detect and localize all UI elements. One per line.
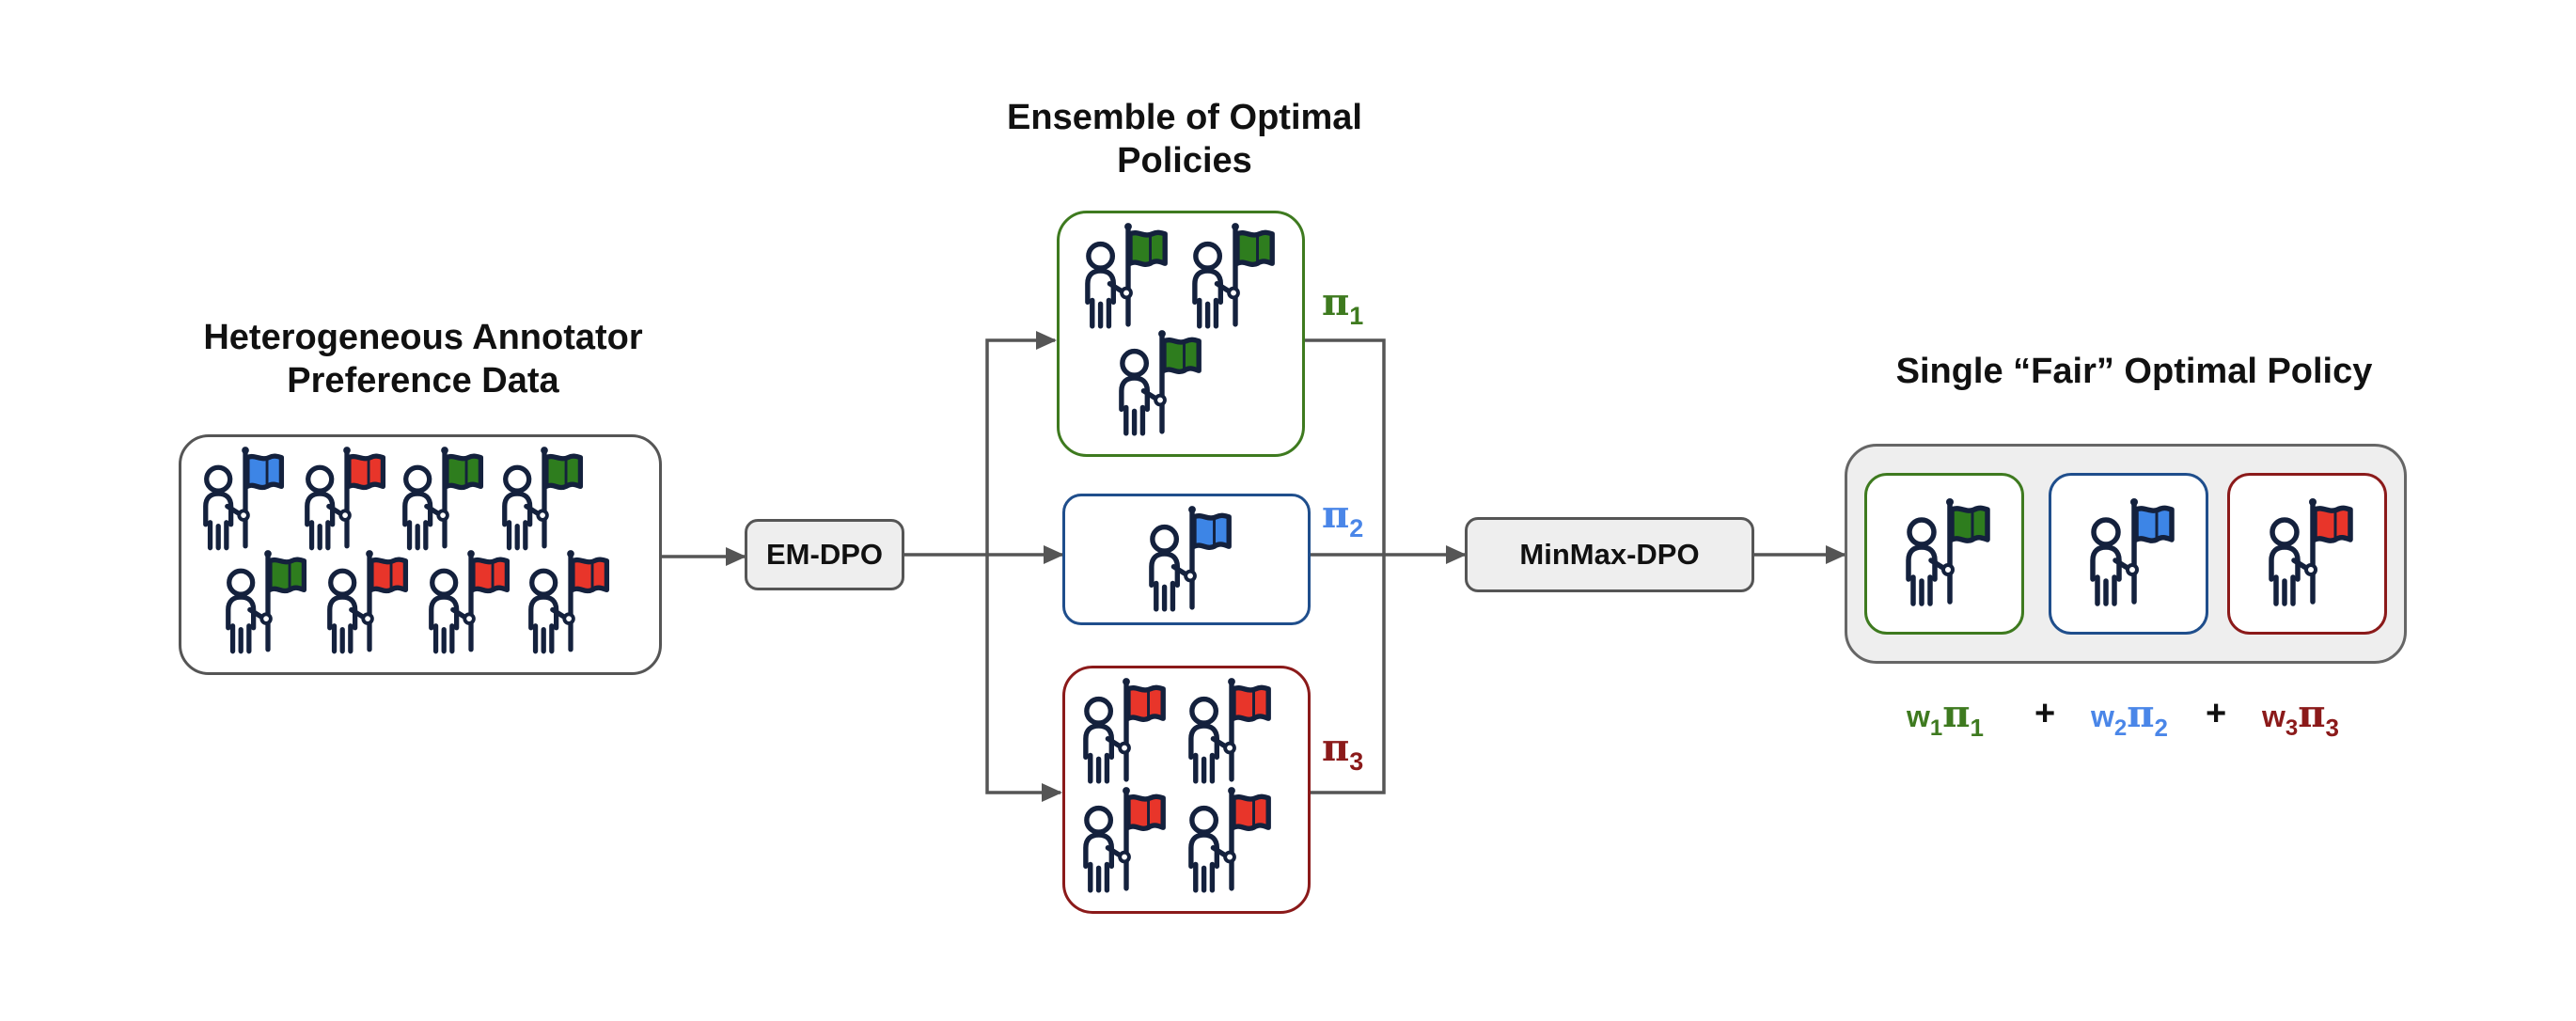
mixture-policy-2: π2 xyxy=(2127,692,2168,742)
weight-2: w2 xyxy=(2091,699,2128,741)
fair-member-3-annotator xyxy=(2269,498,2353,606)
arrow-pi3-to-merge xyxy=(1311,555,1386,794)
policy-3-annotators xyxy=(1083,678,1271,893)
policy-3-label: π3 xyxy=(1322,730,1363,780)
policy-1-label: π1 xyxy=(1322,284,1363,335)
input-title-line-2: Preference Data xyxy=(287,361,559,401)
policy-3-symbol: π xyxy=(1322,726,1350,770)
policy-2-symbol: π xyxy=(1322,493,1350,537)
plus-1: + xyxy=(2034,694,2056,733)
output-title: Single “Fair” Optimal Policy xyxy=(1843,350,2426,393)
input-title-line-1: Heterogeneous Annotator xyxy=(203,318,643,357)
plus-2: + xyxy=(2206,694,2227,733)
fair-policy-member-3 xyxy=(2227,473,2387,635)
policy-1-symbol: π xyxy=(1322,280,1350,324)
weight-3: w3 xyxy=(2262,699,2299,741)
policy-2-annotators xyxy=(1149,506,1232,612)
person-holding-flag-icon-red xyxy=(327,550,409,654)
person-holding-flag-icon-red xyxy=(305,447,386,551)
weight-1: w1 xyxy=(1907,699,1943,741)
mixture-term-1: w1π1 xyxy=(1907,692,1984,743)
policy-3-index: 3 xyxy=(1349,747,1364,776)
person-holding-flag-icon-red xyxy=(429,550,510,654)
annotator-data-box xyxy=(179,434,662,675)
fair-policy-box xyxy=(1845,444,2407,664)
mixture-term-3: w3π3 xyxy=(2262,692,2339,743)
policy-1-annotators xyxy=(1085,223,1275,436)
fair-member-2-annotator xyxy=(2090,498,2175,606)
policy-2-index: 2 xyxy=(1349,514,1364,542)
person-holding-flag-icon-green xyxy=(1085,223,1168,329)
ensemble-title-line-1: Ensemble of Optimal xyxy=(1007,98,1362,137)
person-holding-flag-icon-red xyxy=(528,550,610,654)
policy-2-box xyxy=(1062,494,1311,625)
fair-policy-member-1 xyxy=(1864,473,2024,635)
mixture-policy-1: π1 xyxy=(1942,692,1984,742)
policy-3-box xyxy=(1062,666,1311,914)
em-dpo-label: EM-DPO xyxy=(766,538,883,571)
person-holding-flag-icon-red xyxy=(2269,498,2353,606)
policy-2-label: π2 xyxy=(1322,496,1363,547)
ensemble-title-line-2: Policies xyxy=(1117,141,1252,181)
person-holding-flag-icon-red xyxy=(1188,678,1271,784)
mixture-term-2: w2π2 xyxy=(2091,692,2168,743)
minmax-dpo-label: MinMax-DPO xyxy=(1519,538,1700,571)
ensemble-title: Ensemble of Optimal Policies xyxy=(940,96,1429,182)
policy-1-box xyxy=(1057,211,1305,457)
mixture-policy-3: π3 xyxy=(2298,692,2339,742)
minmax-dpo-step: MinMax-DPO xyxy=(1465,517,1754,592)
person-holding-flag-icon-blue xyxy=(1149,506,1232,612)
output-title-line: Single “Fair” Optimal Policy xyxy=(1895,352,2373,391)
arrow-pi1-to-merge xyxy=(1305,338,1386,555)
arrow-split-to-pi1 xyxy=(985,331,1057,555)
fair-policy-member-2 xyxy=(2049,473,2208,635)
person-holding-flag-icon-blue xyxy=(203,447,285,551)
person-holding-flag-icon-green xyxy=(226,550,307,654)
person-holding-flag-icon-green xyxy=(1906,498,1990,606)
person-holding-flag-icon-red xyxy=(1083,787,1166,893)
policy-1-index: 1 xyxy=(1349,302,1364,330)
person-holding-flag-icon-green xyxy=(502,447,584,551)
input-title: Heterogeneous Annotator Preference Data xyxy=(169,316,677,402)
em-dpo-step: EM-DPO xyxy=(745,519,904,590)
annotator-group xyxy=(203,447,610,654)
person-holding-flag-icon-green xyxy=(1119,330,1202,436)
person-holding-flag-icon-green xyxy=(1192,223,1275,329)
person-holding-flag-icon-red xyxy=(1083,678,1166,784)
person-holding-flag-icon-green xyxy=(402,447,484,551)
arrow-split-to-pi3 xyxy=(985,555,1062,802)
person-holding-flag-icon-red xyxy=(1188,787,1271,893)
fair-member-1-annotator xyxy=(1906,498,1990,606)
person-holding-flag-icon-blue xyxy=(2090,498,2175,606)
